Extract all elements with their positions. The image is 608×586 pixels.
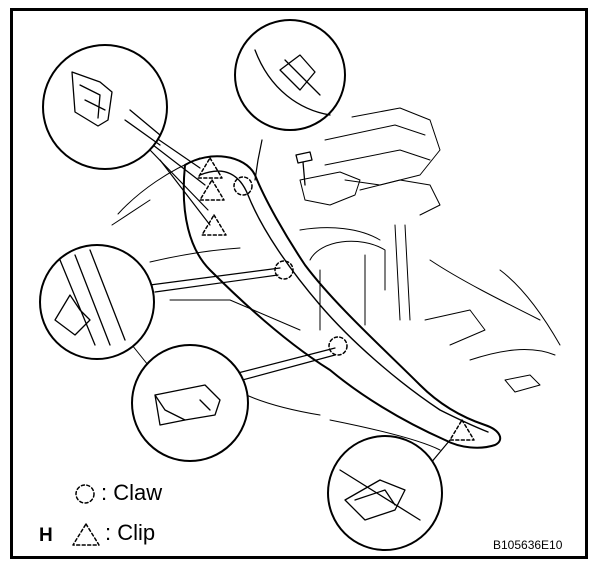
callout-clip-detail-circle [42,44,168,170]
clip-markers [197,157,475,441]
top-part-detail [254,49,331,116]
claw-legend-icon [75,484,95,504]
bottom-clip-part-detail [339,469,421,521]
lower-claw-part-detail [154,384,221,426]
screw-fastener [295,151,313,186]
claw-markers [233,176,348,356]
callout-lower-claw-circle [131,344,249,462]
clip-legend-label: : Clip [105,520,156,545]
callout-claw-detail-circle [39,244,155,360]
claw-legend-label: : Claw [101,480,163,505]
figure-code: B105636E10 [493,538,563,552]
callout-bottom-clip-circle [327,435,443,551]
callout-top-detail-circle [234,19,346,131]
console-side-panel [182,155,502,449]
legend-prefix-h: H [39,525,53,546]
clip-part-detail [71,71,161,146]
claw-part-detail [54,249,126,346]
clip-legend-icon [72,523,100,546]
